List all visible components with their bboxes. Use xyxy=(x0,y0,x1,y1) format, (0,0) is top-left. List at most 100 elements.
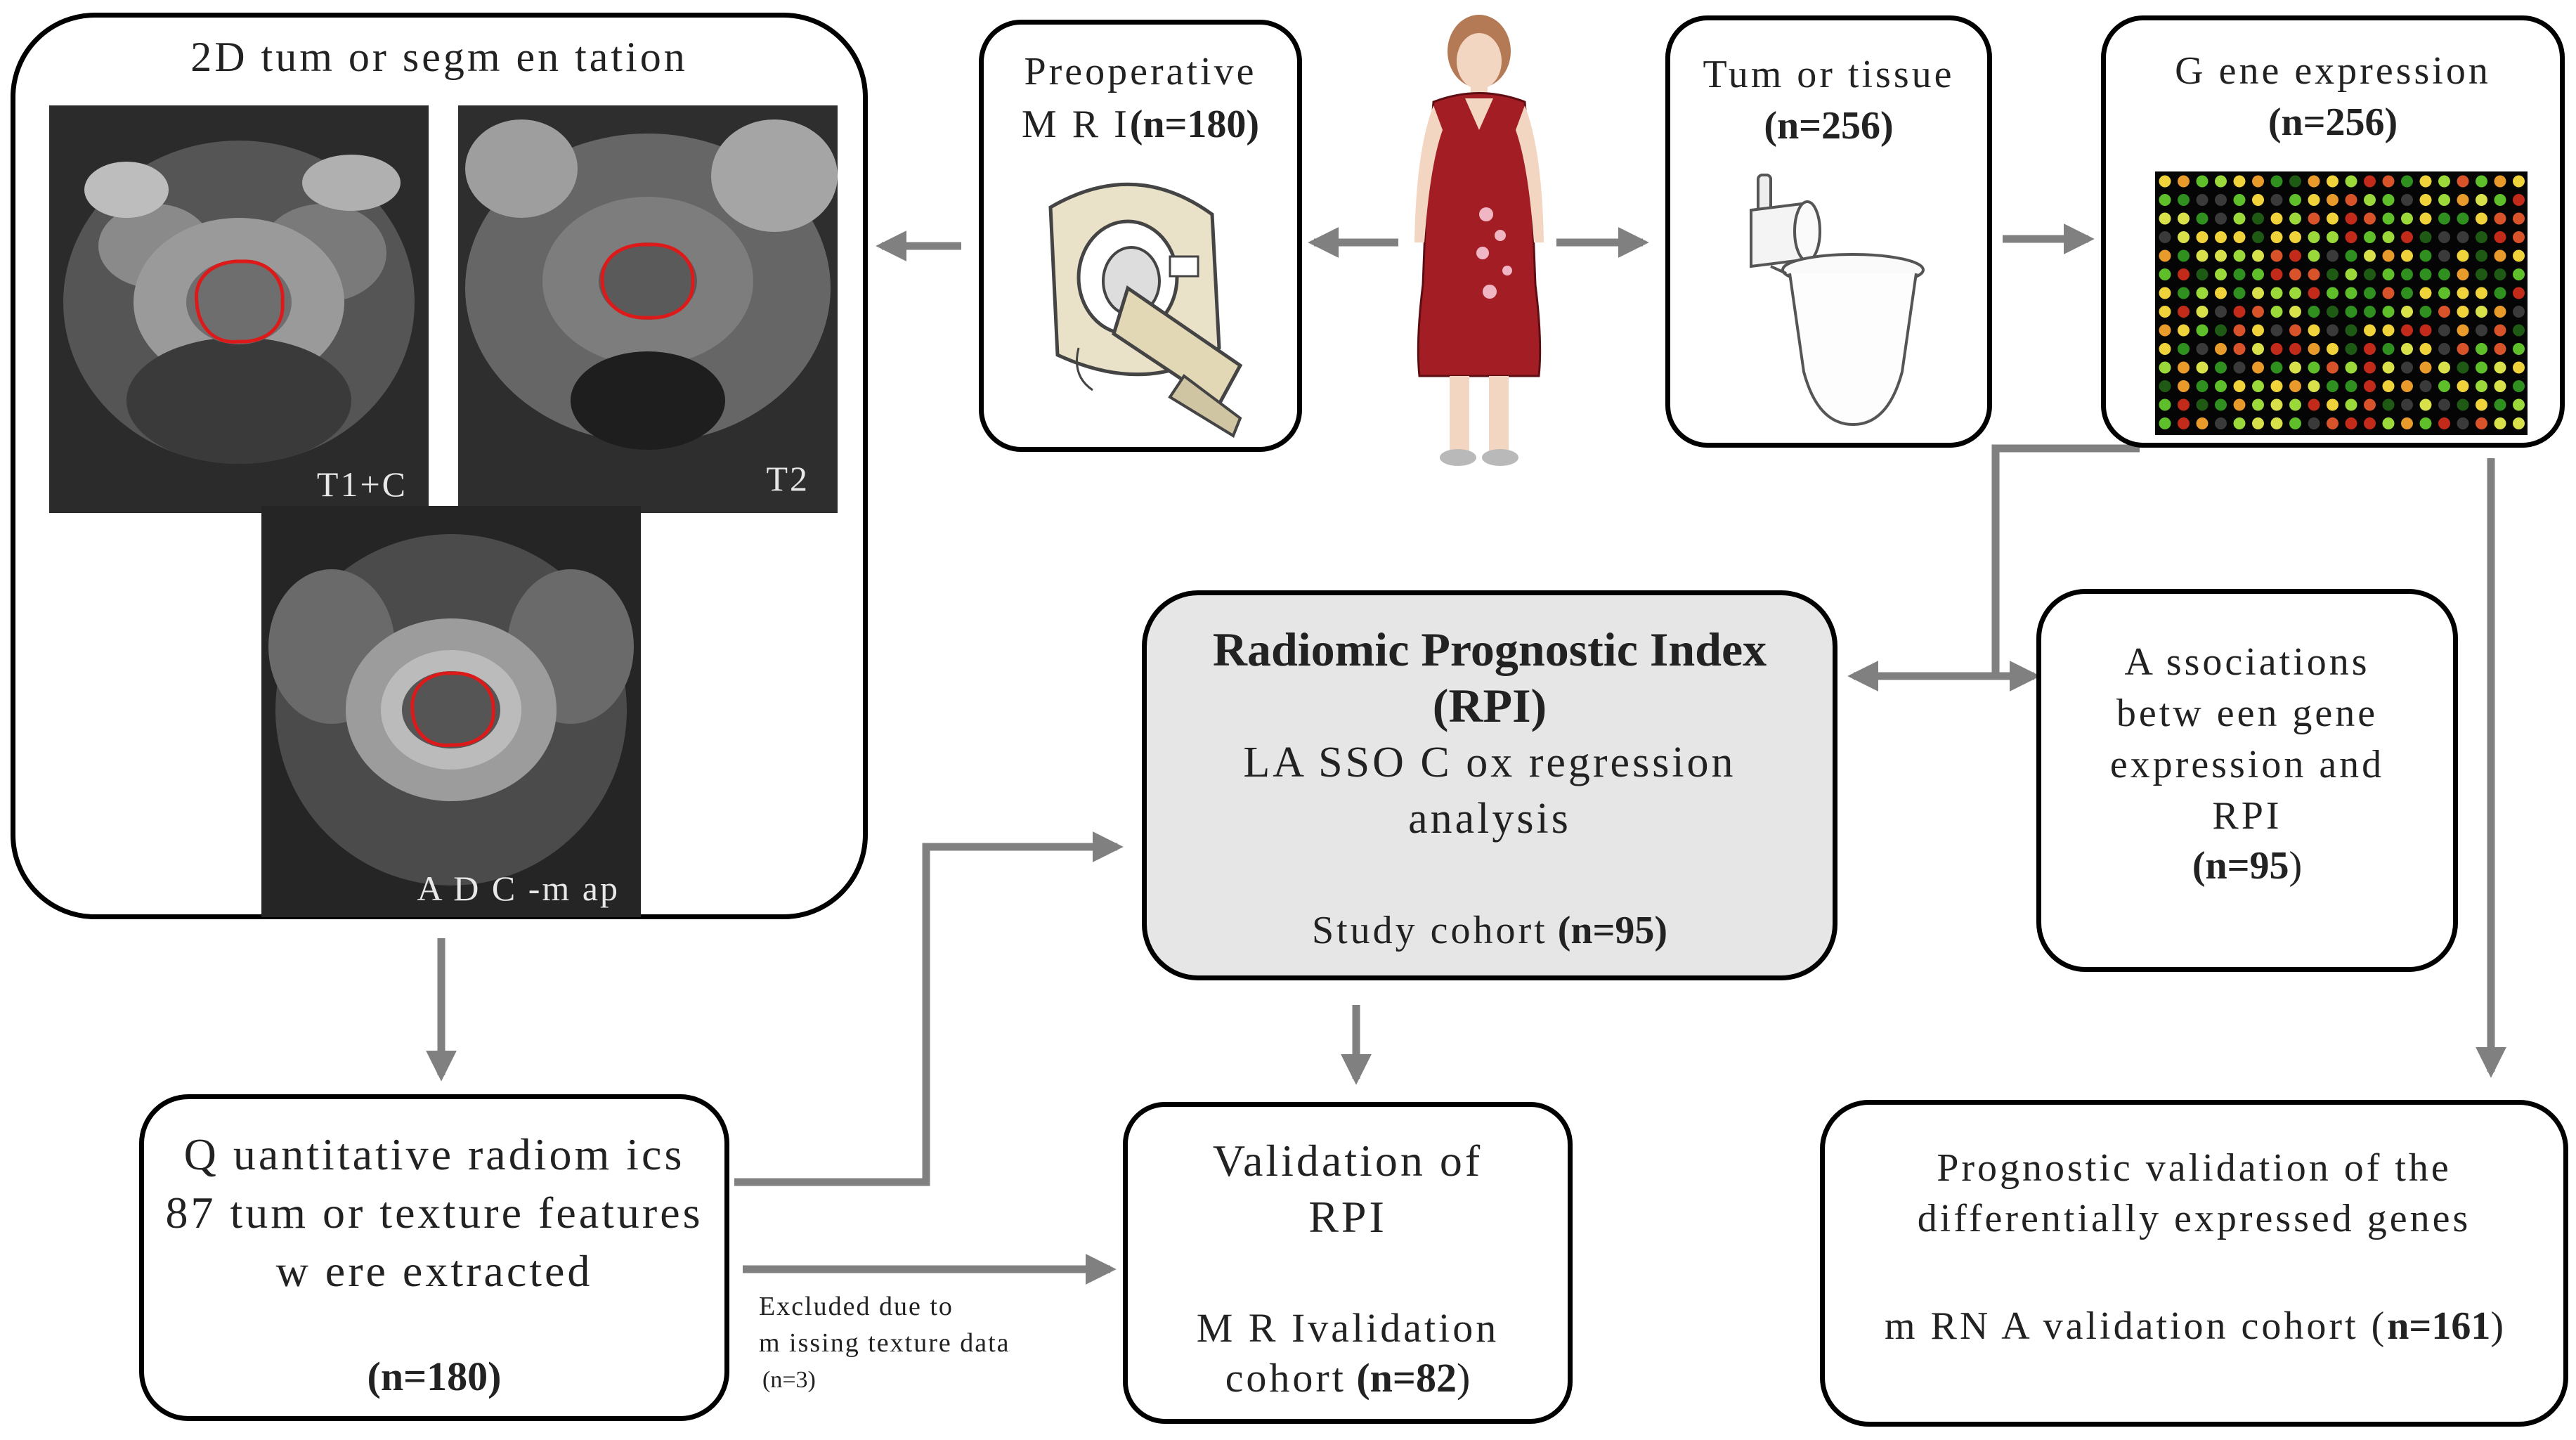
microarray-spot xyxy=(2215,194,2227,206)
microarray-spot xyxy=(2308,231,2320,243)
microarray-spot xyxy=(2308,343,2320,355)
microarray-spot xyxy=(2401,380,2413,392)
microarray-spot xyxy=(2419,231,2432,243)
microarray-spot xyxy=(2364,398,2376,411)
microarray-spot xyxy=(2345,231,2357,243)
validation-cohort: cohort (n=82) xyxy=(1128,1355,1568,1402)
microarray-spot xyxy=(2327,398,2338,411)
microarray-spot xyxy=(2476,361,2487,374)
microarray-spot xyxy=(2364,194,2376,206)
microarray-spot xyxy=(2270,287,2283,299)
microarray-spot xyxy=(2476,287,2487,299)
microarray-spot xyxy=(2345,175,2357,188)
microarray-spot xyxy=(2382,417,2395,429)
microarray-spot xyxy=(2178,398,2190,411)
microarray-spot xyxy=(2476,231,2487,243)
microarray-spot xyxy=(2364,380,2376,392)
microarray-spot xyxy=(2233,175,2246,188)
microarray-spot xyxy=(2159,398,2171,411)
microarray-spot xyxy=(2252,417,2264,429)
validation-line1: Validation of xyxy=(1212,1136,1483,1186)
microarray-spot xyxy=(2178,380,2190,392)
prognostic-line1: Prognostic validation of the xyxy=(1937,1146,2452,1190)
microarray-spot xyxy=(2159,231,2171,243)
microarray-spot xyxy=(2215,268,2227,280)
microarray-spot xyxy=(2327,175,2338,188)
microarray-spot xyxy=(2401,343,2413,355)
rpi-cohort-label: Study cohort xyxy=(1311,909,1548,952)
microarray-icon xyxy=(2155,171,2528,435)
microarray-spot xyxy=(2457,287,2469,299)
microarray-spot xyxy=(2196,417,2209,429)
microarray-spot xyxy=(2364,287,2376,299)
microarray-spot xyxy=(2345,324,2357,337)
microarray-spot xyxy=(2457,398,2469,411)
microarray-spot xyxy=(2252,231,2264,243)
microarray-spot xyxy=(2308,380,2320,392)
microarray-spot xyxy=(2252,324,2264,337)
microarray-spot xyxy=(2438,287,2450,299)
microarray-spot xyxy=(2419,380,2432,392)
microarray-spot xyxy=(2252,306,2264,318)
microarray-spot xyxy=(2196,175,2209,188)
microarray-spot xyxy=(2494,194,2506,206)
assoc-count-close: ) xyxy=(2289,844,2303,888)
microarray-spot xyxy=(2345,194,2357,206)
validation-line2: RPI xyxy=(1308,1192,1387,1242)
microarray-spot xyxy=(2419,361,2432,374)
excluded-note-line2: m issing texture data xyxy=(759,1328,1010,1358)
microarray-spot xyxy=(2494,361,2506,374)
microarray-spot xyxy=(2289,361,2301,374)
microarray-spot xyxy=(2270,175,2283,188)
microarray-spot xyxy=(2233,361,2246,374)
microarray-spot xyxy=(2401,324,2413,337)
microarray-spot xyxy=(2178,268,2190,280)
microarray-spot xyxy=(2419,398,2432,411)
microarray-spot xyxy=(2215,175,2227,188)
microarray-spot xyxy=(2513,324,2525,337)
microarray-spot xyxy=(2215,306,2227,318)
microarray-spot xyxy=(2382,175,2395,188)
microarray-spot xyxy=(2159,343,2171,355)
microarray-spot xyxy=(2476,212,2487,225)
image-label-t2: T2 xyxy=(766,459,809,498)
rpi-title-line2: (RPI) xyxy=(1432,679,1547,732)
excluded-note-line1: Excluded due to xyxy=(759,1292,954,1321)
microarray-spot xyxy=(2327,380,2338,392)
rpi-cohort-count: (n=95) xyxy=(1557,909,1668,952)
microarray-spot xyxy=(2327,249,2338,262)
microarray-spot xyxy=(2382,324,2395,337)
microarray-spot xyxy=(2308,212,2320,225)
mri-box-count: (n=180) xyxy=(1129,103,1260,146)
quant-count: (n=180) xyxy=(367,1354,502,1399)
microarray-spot xyxy=(2401,287,2413,299)
microarray-spot xyxy=(2494,380,2506,392)
microarray-spot xyxy=(2382,268,2395,280)
microarray-spot xyxy=(2159,249,2171,262)
microarray-spot xyxy=(2159,268,2171,280)
microarray-spot xyxy=(2382,249,2395,262)
microarray-spot xyxy=(2327,231,2338,243)
microarray-spot xyxy=(2270,212,2283,225)
microarray-spot xyxy=(2419,287,2432,299)
microarray-spot xyxy=(2345,268,2357,280)
microarray-spot xyxy=(2401,194,2413,206)
microarray-spot xyxy=(2513,306,2525,318)
microarray-spot xyxy=(2196,231,2209,243)
microarray-spot xyxy=(2419,343,2432,355)
microarray-spot xyxy=(2159,287,2171,299)
tissue-box: Tum or tissue (n=256) xyxy=(1665,15,1992,448)
microarray-spot xyxy=(2457,417,2469,429)
microarray-spot xyxy=(2159,380,2171,392)
mri-box-line2: M R I(n=180) xyxy=(984,102,1297,147)
microarray-spot xyxy=(2345,361,2357,374)
microarray-spot xyxy=(2438,268,2450,280)
microarray-spot xyxy=(2382,398,2395,411)
microarray-spot xyxy=(2215,380,2227,392)
microarray-spot xyxy=(2419,417,2432,429)
segmentation-box: 2D tum or segm en tation T1+C xyxy=(11,13,868,919)
microarray-spot xyxy=(2364,361,2376,374)
quant-line2: 87 tum or texture features xyxy=(165,1188,703,1238)
microarray-spot xyxy=(2438,361,2450,374)
microarray-spot xyxy=(2233,268,2246,280)
